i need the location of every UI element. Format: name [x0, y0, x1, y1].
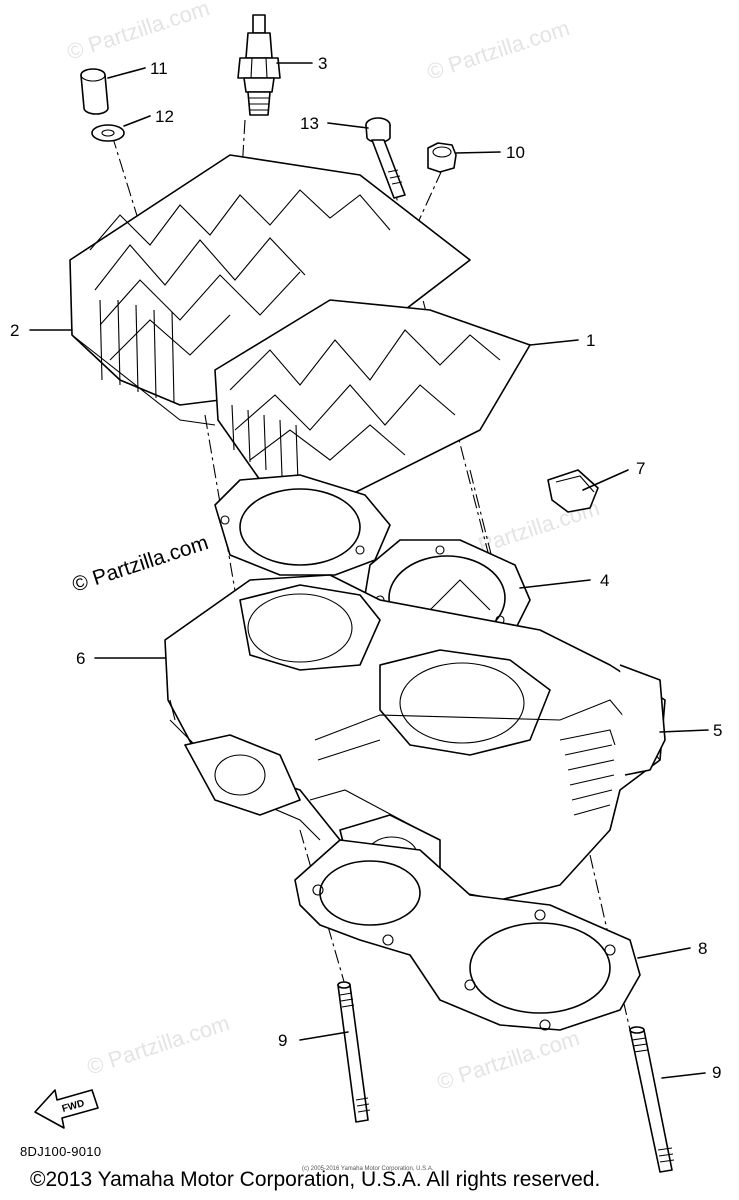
stud-part-9-right [629, 1026, 675, 1173]
head-gasket-part-4 [214, 474, 531, 656]
bolt-part-13 [365, 117, 406, 199]
callout-12: 12 [155, 107, 174, 126]
callout-3: 3 [318, 54, 327, 73]
callout-9-left: 9 [278, 1031, 287, 1050]
watermark: © Partzilla.com [64, 0, 213, 65]
callout-7: 7 [636, 459, 645, 478]
callout-6: 6 [76, 649, 85, 668]
callout-9-right: 9 [712, 1063, 721, 1082]
watermark: © Partzilla.com [434, 1025, 583, 1095]
spark-plug-part-3 [237, 14, 281, 116]
callout-10: 10 [506, 143, 525, 162]
bracket-part-7 [547, 469, 599, 513]
washer-part-12 [91, 124, 125, 142]
callout-4: 4 [600, 571, 609, 590]
copyright-notice: ©2013 Yamaha Motor Corporation, U.S.A. A… [30, 1168, 601, 1191]
watermark: © Partzilla.com [84, 1010, 233, 1080]
watermark: © Partzilla.com [424, 15, 573, 85]
base-gasket-part-8 [294, 839, 641, 1031]
nut-part-10 [427, 142, 457, 173]
callout-5: 5 [713, 721, 722, 740]
stud-part-9-left [337, 981, 371, 1123]
leader-lines [29, 62, 709, 1079]
callout-8: 8 [698, 939, 707, 958]
callout-2: 2 [10, 321, 19, 340]
cylinder-block-part-6 [164, 574, 666, 901]
small-copyright: (c) 2005-2016 Yamaha Motor Corporation, … [302, 1166, 434, 1172]
collar-part-11 [80, 68, 109, 115]
callouts: 1 2 3 4 5 6 7 8 9 9 10 11 12 13 [10, 54, 722, 1082]
callout-13: 13 [300, 114, 319, 133]
callout-1: 1 [586, 331, 595, 350]
diagram-code: 8DJ100-9010 [20, 1144, 102, 1159]
callout-11: 11 [150, 59, 168, 78]
fwd-arrow-icon: FWD [34, 1089, 99, 1129]
watermark-dark: © Partzilla.com [69, 531, 211, 597]
cylinder-head-part-1 [214, 299, 531, 496]
